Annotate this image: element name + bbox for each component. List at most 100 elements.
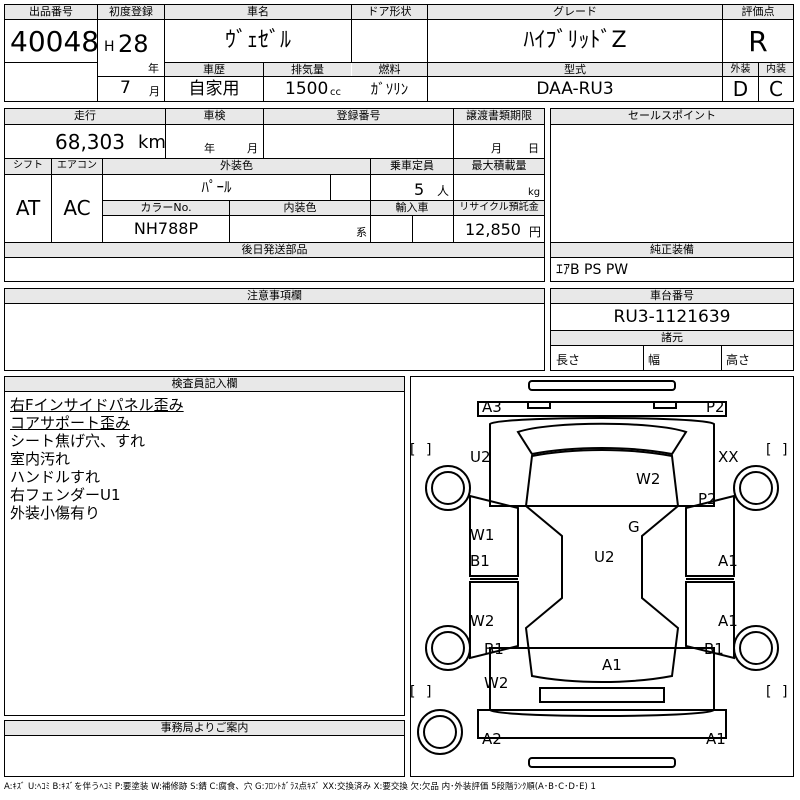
shift: AT xyxy=(15,196,41,220)
damage-mark: A1 xyxy=(602,656,622,674)
later-parts-box xyxy=(4,242,545,282)
damage-mark: W2 xyxy=(484,674,508,692)
svg-text:[: [ xyxy=(410,684,415,700)
dims-label: 諸元 xyxy=(551,331,793,345)
svg-text:]: ] xyxy=(782,442,787,458)
selling-points-box xyxy=(550,108,794,243)
later-parts-label: 後日発送部品 xyxy=(5,243,544,257)
interior-color-unit: 系 xyxy=(356,226,367,239)
load-unit: kg xyxy=(528,187,541,198)
damage-mark: A1 xyxy=(718,552,738,570)
damage-mark: U2 xyxy=(470,448,491,466)
interior-color-label: 内装色 xyxy=(230,201,370,215)
selling-points-label: セールスポイント xyxy=(551,109,793,124)
damage-mark: U2 xyxy=(594,548,615,566)
first-reg-month: 7 xyxy=(120,78,131,98)
inspector-note-line: 右Fインサイドパネル歪み xyxy=(10,396,184,414)
transfer-day-unit: 日 xyxy=(528,142,539,155)
exterior-color: ﾊﾟｰﾙ xyxy=(201,178,232,196)
inspector-notes: 右Fインサイドパネル歪みコアサポート歪みシート焦げ穴、すれ室内汚れハンドルすれ右… xyxy=(10,396,400,522)
equipment-box xyxy=(550,242,794,282)
chassis-label: 車台番号 xyxy=(551,289,793,303)
history-label: 車歴 xyxy=(165,63,263,76)
displacement-unit: cc xyxy=(330,87,341,98)
shift-label: シフト xyxy=(5,159,51,174)
svg-text:]: ] xyxy=(782,684,787,700)
score-label: 評価点 xyxy=(723,5,793,19)
height-label: 高さ xyxy=(726,353,751,367)
inspector-box xyxy=(4,376,405,716)
reg-label: 登録番号 xyxy=(264,109,453,124)
score: R xyxy=(748,25,768,58)
inspection-year-unit: 年 xyxy=(204,142,215,155)
mileage-unit: km xyxy=(138,132,166,153)
svg-text:[: [ xyxy=(410,442,415,458)
interior-label: 内装 xyxy=(759,63,793,76)
grade-label: グレード xyxy=(428,5,722,19)
color-no-label: カラーNo. xyxy=(103,201,229,215)
svg-text:]: ] xyxy=(426,442,431,458)
history: 自家用 xyxy=(188,79,240,99)
damage-mark: A2 xyxy=(482,730,502,748)
damage-mark: P2 xyxy=(706,398,725,416)
damage-mark: A3 xyxy=(482,398,502,416)
svg-text:]: ] xyxy=(426,684,431,700)
office-box xyxy=(4,720,405,777)
length-label: 長さ xyxy=(556,353,581,367)
color-label: 外装色 xyxy=(103,159,370,174)
inspection-month-unit: 月 xyxy=(247,142,258,155)
transfer-label: 譲渡書類期限 xyxy=(454,109,544,124)
inspector-note-line: 外装小傷有り xyxy=(10,504,101,522)
ac: AC xyxy=(63,196,91,220)
damage-mark: W2 xyxy=(636,470,660,488)
first-reg-label: 初度登録 xyxy=(98,5,164,19)
equipment: ｴｱB PS PW xyxy=(556,262,629,278)
car-name-label: 車名 xyxy=(165,5,351,19)
model-label: 型式 xyxy=(428,63,722,76)
damage-mark: W1 xyxy=(470,526,494,544)
caution-label: 注意事項欄 xyxy=(5,289,544,303)
car-diagram xyxy=(410,376,794,777)
recycle-unit: 円 xyxy=(529,225,542,239)
inspector-note-line: コアサポート歪み xyxy=(10,414,131,432)
era: H xyxy=(104,39,115,55)
damage-mark: W2 xyxy=(470,612,494,630)
office-label: 事務局よりご案内 xyxy=(5,721,404,735)
ac-label: エアコン xyxy=(52,159,102,174)
caution-box xyxy=(4,288,545,371)
top-section xyxy=(4,4,794,102)
inspector-note-line: 室内汚れ xyxy=(10,450,71,468)
inspector-note-line: 右フェンダーU1 xyxy=(10,486,121,504)
inspector-note-line: シート焦げ穴、すれ xyxy=(10,432,146,450)
damage-mark: B1 xyxy=(704,640,724,658)
svg-text:[: [ xyxy=(766,442,771,458)
mileage-label: 走行 xyxy=(5,109,165,124)
year-unit: 年 xyxy=(148,62,159,75)
chassis-box xyxy=(550,288,794,371)
fuel-label: 燃料 xyxy=(352,63,427,76)
width-label: 幅 xyxy=(648,353,661,367)
load-label: 最大積載量 xyxy=(454,159,544,174)
lot-number: 40048 xyxy=(10,25,100,58)
equipment-label: 純正装備 xyxy=(551,243,793,257)
import-label: 輸入車 xyxy=(371,201,453,215)
recycle-label: リサイクル預託金 xyxy=(454,201,544,215)
interior-score: C xyxy=(769,77,783,101)
mileage: 68,303 xyxy=(55,130,125,154)
damage-mark: P2 xyxy=(698,490,717,508)
chassis-number: RU3-1121639 xyxy=(613,307,731,327)
fuel: ｶﾞｿﾘﾝ xyxy=(370,80,409,98)
car-name: ｳﾞｪｾﾞﾙ xyxy=(224,28,291,53)
displacement-label: 排気量 xyxy=(264,63,351,76)
lot-label: 出品番号 xyxy=(5,5,97,19)
capacity: 5 xyxy=(414,180,425,199)
damage-mark: B1 xyxy=(470,552,490,570)
inspection-label: 車検 xyxy=(166,109,263,124)
model: DAA-RU3 xyxy=(536,79,614,99)
inspector-label: 検査員記入欄 xyxy=(5,377,404,391)
grade: ﾊｲﾌﾞﾘｯﾄﾞZ xyxy=(523,28,627,53)
damage-mark: B1 xyxy=(484,640,504,658)
transfer-month-unit: 月 xyxy=(491,142,502,155)
first-reg-year: 28 xyxy=(118,30,149,58)
